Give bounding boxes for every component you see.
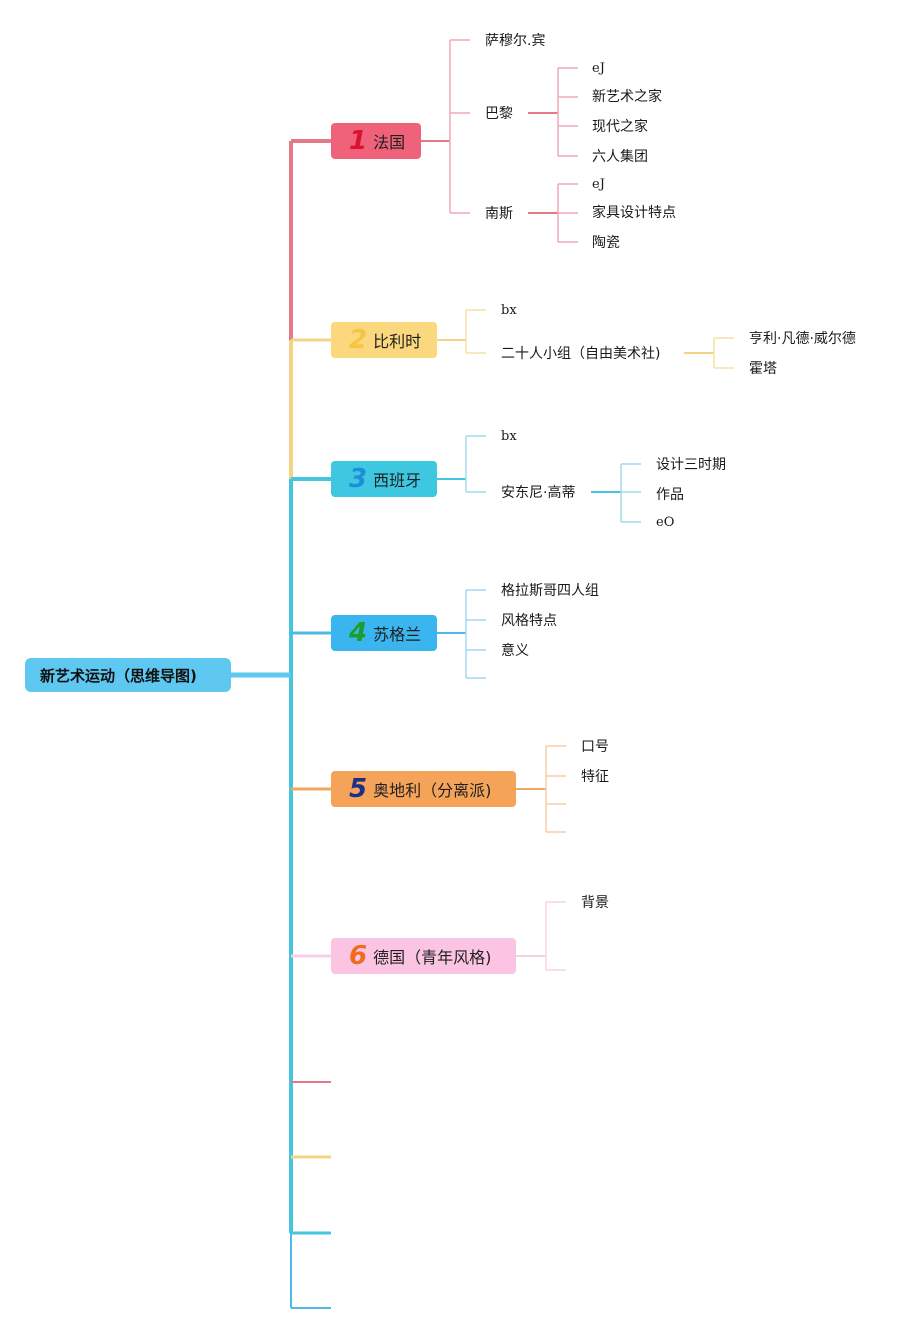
branch-france[interactable]: 1 法国 [331, 123, 421, 159]
leaf-characteristics[interactable]: 特征 [581, 769, 609, 785]
leaf-spain-eo[interactable]: eO [656, 515, 675, 530]
leaf-paris[interactable]: 巴黎 [485, 106, 513, 122]
leaf-maison-art-nouveau[interactable]: 新艺术之家 [592, 89, 662, 105]
leaf-style-features[interactable]: 风格特点 [501, 613, 557, 629]
branch-belgium[interactable]: 2 比利时 [331, 322, 437, 358]
leaf-paris-ej[interactable]: eJ [592, 61, 605, 76]
spain-subtree [437, 435, 641, 523]
austria-subtree [516, 745, 566, 833]
branch-label: 奥地利（分离派) [373, 781, 492, 800]
number-1-icon: 1 [349, 126, 368, 156]
leaf-glasgow-four[interactable]: 格拉斯哥四人组 [501, 583, 599, 599]
leaf-six-group[interactable]: 六人集团 [592, 149, 648, 165]
leaf-gaudi[interactable]: 安东尼·高蒂 [501, 485, 576, 501]
leaf-three-periods[interactable]: 设计三时期 [656, 457, 726, 473]
belgium-subtree [437, 309, 734, 369]
leaf-nancy-ej[interactable]: eJ [592, 177, 605, 192]
germany-subtree [516, 901, 566, 971]
branch-label: 苏格兰 [373, 625, 422, 644]
leaf-samuel-bing[interactable]: 萨穆尔.宾 [485, 33, 546, 49]
scotland-subtree [437, 589, 486, 679]
leaf-works[interactable]: 作品 [656, 487, 684, 503]
leaf-ceramics[interactable]: 陶瓷 [592, 235, 620, 251]
leaf-maison-moderne[interactable]: 现代之家 [592, 119, 648, 135]
branch-scotland[interactable]: 4 苏格兰 [331, 615, 437, 651]
number-3-icon: 3 [349, 464, 368, 494]
leaf-slogan[interactable]: 口号 [581, 739, 609, 755]
france-subtree [421, 39, 578, 243]
branch-label: 法国 [373, 133, 406, 152]
leaf-significance[interactable]: 意义 [501, 643, 529, 659]
leaf-van-de-velde[interactable]: 亨利·凡德·威尔德 [749, 331, 856, 347]
branch-label: 西班牙 [373, 471, 422, 490]
leaf-furniture-design[interactable]: 家具设计特点 [592, 205, 676, 221]
branch-germany[interactable]: 6 德国（青年风格) [331, 938, 516, 974]
number-5-icon: 5 [349, 774, 368, 804]
number-2-icon: 2 [349, 325, 368, 355]
branch-austria[interactable]: 5 奥地利（分离派) [331, 771, 516, 807]
number-4-icon: 4 [349, 618, 368, 648]
root-label: 新艺术运动（思维导图) [40, 666, 197, 685]
leaf-belgium-bx[interactable]: bx [501, 303, 517, 318]
branch-label: 德国（青年风格) [373, 948, 492, 967]
root-node[interactable]: 新艺术运动（思维导图) [25, 658, 231, 692]
branch-label: 比利时 [373, 332, 422, 351]
leaf-les-xx[interactable]: 二十人小组（自由美术社) [501, 346, 661, 362]
branch-spain[interactable]: 3 西班牙 [331, 461, 437, 497]
leaf-spain-bx[interactable]: bx [501, 429, 517, 444]
number-6-icon: 6 [349, 941, 368, 971]
leaf-nancy[interactable]: 南斯 [485, 206, 513, 222]
leaf-horta[interactable]: 霍塔 [749, 361, 777, 377]
leaf-background[interactable]: 背景 [581, 895, 609, 911]
